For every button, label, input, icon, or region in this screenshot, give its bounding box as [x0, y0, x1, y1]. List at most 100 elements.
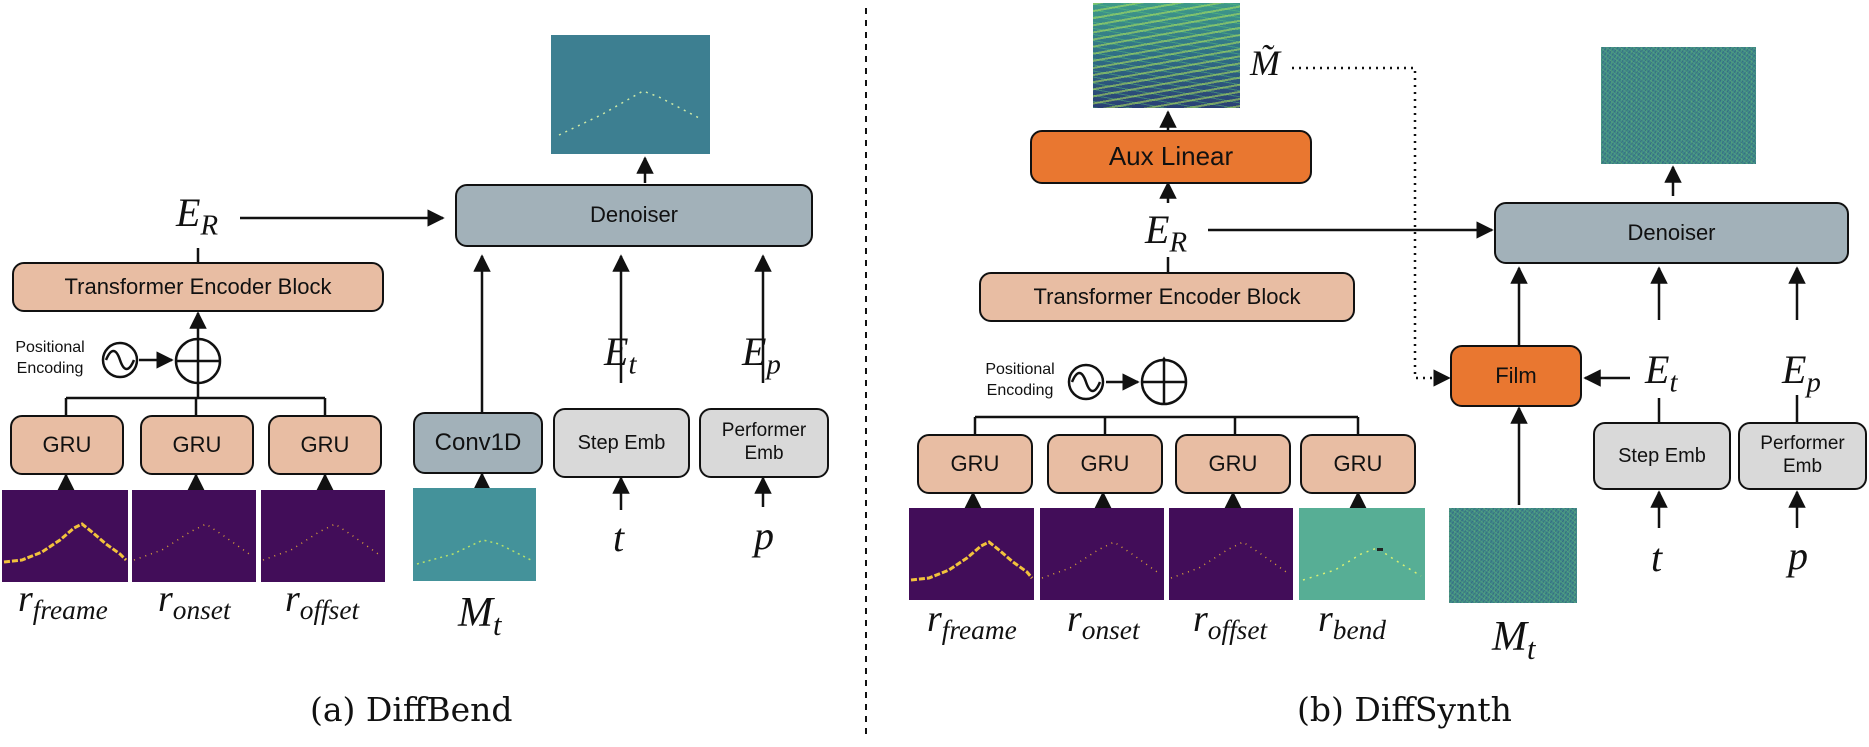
er-base: E: [176, 190, 201, 235]
onset-roll-image: [132, 490, 256, 582]
et-base: E: [604, 329, 629, 374]
r-frame-base: r: [18, 578, 33, 620]
mt-sub: t: [493, 608, 502, 643]
caption-diffsynth: (b) DiffSynth: [1297, 690, 1512, 729]
offset-roll-notes: [262, 523, 382, 561]
gru-block: GRU: [268, 415, 382, 475]
er-label: ER: [176, 190, 219, 242]
onset-roll-image: [1040, 508, 1164, 600]
onset-roll-notes: [1041, 541, 1161, 579]
noisy-mel-trace: [416, 539, 532, 565]
r-frame-label: rfreame: [18, 580, 108, 625]
aux-linear-block: Aux Linear: [1030, 130, 1312, 184]
frame-roll-notes: [910, 540, 1034, 582]
r-offset-sub: offset: [1207, 615, 1268, 646]
ep-base: E: [1782, 347, 1807, 392]
gru-block: GRU: [10, 415, 124, 475]
output-mel-image: [551, 35, 710, 154]
sine-icon: [1067, 363, 1105, 401]
er-base: E: [1145, 207, 1170, 252]
r-offset-label: roffset: [1193, 600, 1267, 645]
t-label: t: [1651, 535, 1663, 580]
ep-label: Ep: [742, 329, 781, 381]
gru-block: GRU: [1175, 434, 1291, 494]
transformer-encoder-block: Transformer Encoder Block: [12, 262, 384, 312]
frame-roll-notes: [3, 522, 128, 564]
et-base: E: [1645, 347, 1670, 392]
p-label: p: [1788, 533, 1808, 578]
et-label: Et: [1645, 347, 1678, 399]
r-onset-label: ronset: [1067, 600, 1140, 645]
r-onset-sub: onset: [172, 595, 231, 626]
bend-roll-image: [1299, 508, 1425, 600]
r-frame-sub: freame: [32, 595, 108, 626]
positional-encoding-label: Positional Encoding: [970, 360, 1070, 402]
r-onset-label: ronset: [158, 580, 231, 625]
offset-roll-notes: [1170, 541, 1290, 579]
ep-sub: p: [1806, 366, 1821, 399]
et-sub: t: [1669, 366, 1678, 399]
r-offset-label: roffset: [285, 580, 359, 625]
bend-roll-trace: [1302, 547, 1422, 581]
caption-diffbend: (a) DiffBend: [310, 690, 513, 729]
transformer-encoder-block: Transformer Encoder Block: [979, 272, 1355, 322]
r-bend-label: rbend: [1318, 600, 1386, 645]
step-emb-block: Step Emb: [1593, 422, 1731, 490]
er-label: ER: [1145, 207, 1188, 259]
offset-roll-image: [1169, 508, 1293, 600]
output-mel-trace: [558, 90, 702, 136]
conv1d-block: Conv1D: [413, 412, 543, 474]
sum-icon: [174, 337, 222, 385]
r-frame-sub: freame: [941, 615, 1017, 646]
r-onset-base: r: [1067, 598, 1082, 640]
noisy-mel-input-image: [413, 488, 536, 581]
gru-block: GRU: [1047, 434, 1163, 494]
p-label: p: [754, 513, 774, 558]
performer-emb-block: Performer Emb: [1738, 422, 1867, 490]
performer-emb-label: Performer Emb: [1760, 433, 1845, 477]
frame-roll-image: [2, 490, 128, 582]
frame-roll-image: [909, 508, 1034, 600]
ep-sub: p: [766, 348, 781, 381]
sine-icon: [101, 341, 139, 379]
r-onset-base: r: [158, 578, 173, 620]
ep-base: E: [742, 329, 767, 374]
gru-block: GRU: [1300, 434, 1416, 494]
performer-emb-block: Performer Emb: [699, 408, 829, 478]
mt-label: Mt: [458, 592, 501, 640]
positional-encoding-label: Positional Encoding: [5, 338, 95, 380]
r-offset-base: r: [1193, 598, 1208, 640]
mt-label: Mt: [1492, 616, 1535, 664]
positional-encoding-text: Positional Encoding: [15, 339, 85, 377]
er-sub: R: [1169, 226, 1188, 259]
et-sub: t: [628, 348, 637, 381]
sum-icon: [1140, 358, 1188, 406]
mt-base: M: [458, 590, 493, 636]
film-block: Film: [1450, 345, 1582, 407]
denoiser-block: Denoiser: [1494, 202, 1849, 264]
mt-sub: t: [1527, 632, 1536, 667]
r-offset-sub: offset: [299, 595, 360, 626]
denoiser-block: Denoiser: [455, 184, 813, 247]
performer-emb-label: Performer Emb: [721, 420, 807, 464]
noisy-mel-input-image: [1449, 508, 1577, 603]
mt-base: M: [1492, 614, 1527, 660]
onset-roll-notes: [133, 523, 253, 561]
gru-block: GRU: [917, 434, 1033, 494]
gru-block: GRU: [140, 415, 254, 475]
step-emb-block: Step Emb: [553, 408, 690, 478]
et-label: Et: [604, 329, 637, 381]
mtilde-label: M̃: [1250, 43, 1280, 83]
er-sub: R: [200, 209, 219, 242]
offset-roll-image: [261, 490, 385, 582]
t-label: t: [613, 515, 625, 560]
r-bend-base: r: [1318, 598, 1333, 640]
ep-label: Ep: [1782, 347, 1821, 399]
r-onset-sub: onset: [1081, 615, 1140, 646]
r-frame-base: r: [927, 598, 942, 640]
r-offset-base: r: [285, 578, 300, 620]
r-frame-label: rfreame: [927, 600, 1017, 645]
positional-encoding-text: Positional Encoding: [985, 361, 1055, 399]
